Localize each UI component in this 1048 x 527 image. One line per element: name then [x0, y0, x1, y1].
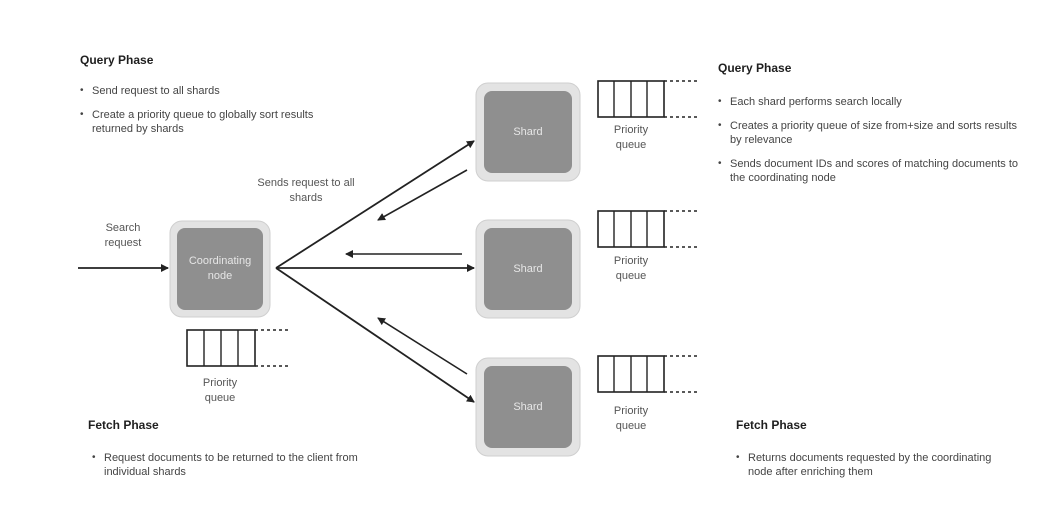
left-fetch-phase-heading: Fetch Phase — [88, 418, 159, 432]
coordinating-node — [169, 220, 271, 318]
right-fetch-phase-bullets: Returns documents requested by the coord… — [736, 451, 1008, 489]
list-item: Create a priority queue to globally sort… — [80, 108, 352, 136]
priority-queue-bottom — [597, 355, 698, 393]
right-query-phase-bullets: Each shard performs search locally Creat… — [718, 95, 1020, 195]
shard-label-top: Shard — [513, 126, 543, 138]
request-arrow-top — [275, 140, 475, 269]
priority-queue-top — [597, 80, 698, 118]
left-query-phase-bullets: Send request to all shards Create a prio… — [80, 84, 352, 146]
response-arrow-top — [377, 169, 468, 221]
right-fetch-phase-heading: Fetch Phase — [736, 418, 807, 432]
sends-request-label: Sends request to all shards — [257, 177, 355, 204]
request-arrow-bottom — [275, 267, 475, 403]
priority-queue-label-coordinating: Priority queue — [202, 377, 238, 404]
shard-node-middle — [475, 219, 581, 319]
shard-label-middle: Shard — [513, 263, 543, 275]
coordinating-node-label: Coordinating node — [188, 255, 252, 282]
shard-node-bottom — [475, 357, 581, 457]
list-item: Send request to all shards — [80, 84, 352, 98]
priority-queue-coordinating — [186, 329, 290, 367]
response-arrow-bottom — [377, 317, 468, 375]
list-item: Creates a priority queue of size from+si… — [718, 119, 1020, 147]
right-query-phase-heading: Query Phase — [718, 61, 792, 75]
shard-label-bottom: Shard — [513, 401, 543, 413]
list-item: Request documents to be returned to the … — [92, 451, 404, 479]
left-query-phase-heading: Query Phase — [80, 53, 154, 67]
left-fetch-phase-bullets: Request documents to be returned to the … — [92, 451, 404, 489]
search-request-label: Search request — [104, 222, 142, 249]
priority-queue-middle — [597, 210, 698, 248]
list-item: Each shard performs search locally — [718, 95, 1020, 109]
list-item: Sends document IDs and scores of matchin… — [718, 157, 1020, 185]
list-item: Returns documents requested by the coord… — [736, 451, 1008, 479]
shard-node-top — [475, 82, 581, 182]
priority-queue-label-middle: Priority queue — [613, 255, 649, 282]
priority-queue-label-bottom: Priority queue — [613, 405, 649, 432]
priority-queue-label-top: Priority queue — [613, 124, 649, 151]
